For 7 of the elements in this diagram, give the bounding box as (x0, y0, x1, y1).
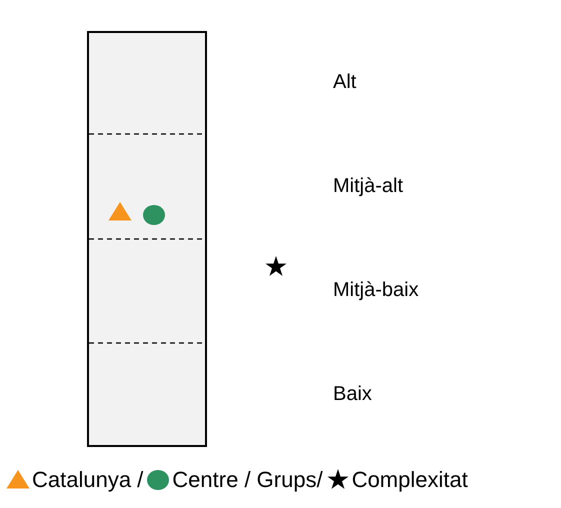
level-label: Baix (333, 382, 372, 406)
level-label: Alt (333, 70, 356, 94)
legend-label: Complexitat (352, 467, 468, 493)
level-label: Mitjà-alt (333, 174, 404, 198)
legend-label: Centre / Grups/ (172, 467, 323, 493)
level-label: Mitjà-baix (333, 278, 419, 302)
legend-label: Catalunya / (32, 467, 144, 493)
